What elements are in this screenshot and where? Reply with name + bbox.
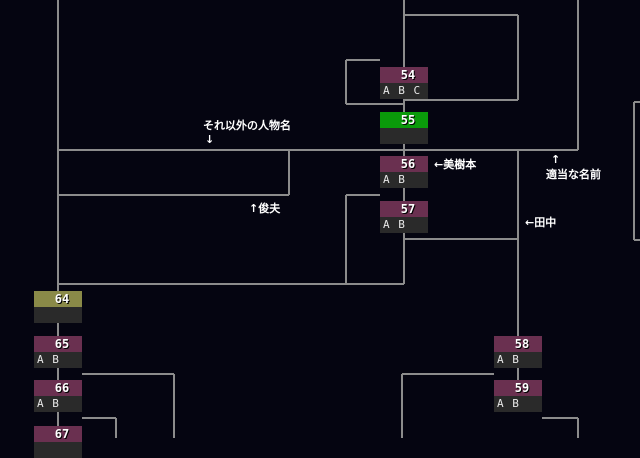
annotation-tekitou-arrow: ↑ — [551, 153, 561, 166]
node-options: A B — [494, 396, 542, 412]
node-header: 59 — [494, 380, 542, 396]
annotation-others: それ以外の人物名 — [203, 119, 291, 132]
node-header: 55 — [380, 112, 428, 128]
node-options: A B C — [380, 83, 428, 99]
node-options: A B — [380, 217, 428, 233]
node-options: A B — [380, 172, 428, 188]
node-number: 58 — [514, 337, 530, 351]
node-options: A B — [34, 352, 82, 368]
node-options — [380, 128, 428, 144]
node-header: 56 — [380, 156, 428, 172]
annotation-tanaka: ←田中 — [525, 216, 557, 229]
node-header: 57 — [380, 201, 428, 217]
flow-lines — [57, 0, 640, 438]
node-59[interactable]: 59 A B — [494, 380, 542, 412]
node-number: 66 — [54, 381, 70, 395]
node-number: 57 — [400, 202, 416, 216]
node-number: 65 — [54, 337, 70, 351]
node-number: 56 — [400, 157, 416, 171]
node-number: 64 — [54, 292, 70, 306]
annotation-others-arrow: ↓ — [205, 133, 215, 146]
node-options — [34, 442, 82, 458]
node-header: 58 — [494, 336, 542, 352]
node-56[interactable]: 56 A B — [380, 156, 428, 188]
node-header: 54 — [380, 67, 428, 83]
node-64[interactable]: 64 — [34, 291, 82, 323]
node-66[interactable]: 66 A B — [34, 380, 82, 412]
node-55[interactable]: 55 — [380, 112, 428, 144]
node-57[interactable]: 57 A B — [380, 201, 428, 233]
annotation-mikimoto: ←美樹本 — [434, 158, 477, 171]
annotation-toshio: ↑俊夫 — [249, 202, 281, 215]
node-58[interactable]: 58 A B — [494, 336, 542, 368]
node-number: 55 — [400, 113, 416, 127]
node-header: 67 — [34, 426, 82, 442]
node-options — [34, 307, 82, 323]
node-67[interactable]: 67 — [34, 426, 82, 458]
node-number: 59 — [514, 381, 530, 395]
node-options: A B — [34, 396, 82, 412]
node-number: 67 — [54, 427, 70, 441]
annotation-tekitou: 適当な名前 — [546, 168, 601, 181]
node-header: 65 — [34, 336, 82, 352]
node-number: 54 — [400, 68, 416, 82]
node-header: 64 — [34, 291, 82, 307]
node-65[interactable]: 65 A B — [34, 336, 82, 368]
node-header: 66 — [34, 380, 82, 396]
node-options: A B — [494, 352, 542, 368]
node-54[interactable]: 54 A B C — [380, 67, 428, 99]
